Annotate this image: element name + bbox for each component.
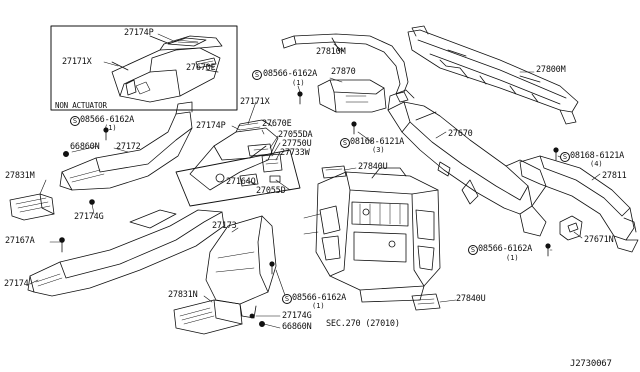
leader-lines (29, 33, 601, 329)
qty-left: (1) (104, 124, 117, 132)
hose-27810M (281, 33, 409, 103)
bolt-symbol-s: S (560, 152, 570, 162)
qty-mid: (3) (372, 146, 385, 154)
inset-box (50, 25, 238, 111)
label-27840U-upper: 27840U (358, 162, 388, 172)
label-27173: 27173 (212, 221, 237, 231)
label-27055DA: 27055DA (278, 130, 313, 140)
qty-top: (1) (292, 79, 305, 87)
qty-right-lower: (1) (506, 254, 519, 262)
duct-27172 (59, 101, 193, 191)
label-27167A: 27167A (5, 236, 35, 246)
label-27840U-lower: 27840U (456, 294, 486, 304)
label-27733W: 27733W (280, 148, 310, 158)
label-27810M: 27810M (316, 47, 346, 57)
label-27055D: 27055D (256, 186, 286, 196)
label-27831N: 27831N (168, 290, 198, 300)
label-08566-6162A-right: 08566-6162A (478, 244, 533, 254)
qty-right: (4) (590, 160, 603, 168)
label-27171X-inset: 27171X (62, 57, 92, 67)
label-27171X: 27171X (240, 97, 270, 107)
label-27164Q: 27164Q (226, 177, 256, 187)
label-08168-6121A-right: 08168-6121A (570, 151, 625, 161)
label-27172: 27172 (116, 142, 141, 152)
part-27840U-upper (321, 165, 347, 179)
vent-27831M (9, 193, 55, 221)
label-27174G-bottom: 27174G (282, 311, 312, 321)
label-27174P-inset: 27174P (124, 28, 154, 38)
section-reference: SEC.270 (27010) (326, 319, 400, 329)
label-27670E-inset: 27670E (186, 63, 216, 73)
label-27174G-left: 27174G (74, 212, 104, 222)
bolt-symbol-s: S (282, 294, 292, 304)
bolt-symbol-s: S (340, 138, 350, 148)
bolt-symbol-s: S (468, 245, 478, 255)
label-08566-6162A-bottom: 08566-6162A (292, 293, 347, 303)
bolt-symbol-s: S (252, 70, 262, 80)
frame-27800M (407, 25, 579, 125)
label-27831M: 27831M (5, 171, 35, 181)
diagram-code: J2730067 (570, 359, 612, 369)
vent-27831N (173, 299, 243, 335)
label-27670: 27670 (448, 129, 473, 139)
label-27174: 27174 (4, 279, 29, 289)
qty-bottom: (1) (312, 302, 325, 310)
bolt-symbol-s: S (70, 116, 80, 126)
label-66860N-bottom: 66860N (282, 322, 312, 332)
label-27800M: 27800M (536, 65, 566, 75)
label-27870: 27870 (331, 67, 356, 77)
inset-duct-part (111, 35, 223, 103)
label-27811: 27811 (602, 171, 627, 181)
label-08566-6162A-left: 08566-6162A (80, 115, 135, 125)
part-27840U-lower (411, 293, 441, 311)
inset-caption: NON ACTUATOR (55, 101, 107, 110)
label-27670E: 27670E (262, 119, 292, 129)
actuator-assembly (175, 119, 301, 207)
duct-27870 (317, 79, 387, 113)
label-66860N-upper: 66860N (70, 142, 100, 152)
fasteners (59, 91, 559, 327)
connector-27671N (559, 215, 583, 241)
duct-27174 (27, 209, 225, 297)
duct-27811 (519, 155, 639, 253)
label-27671N: 27671N (584, 235, 614, 245)
label-27174P: 27174P (196, 121, 226, 131)
label-27750U: 27750U (282, 139, 312, 149)
heater-unit (303, 167, 441, 303)
label-08168-6121A-mid: 08168-6121A (350, 137, 405, 147)
duct-27670 (387, 89, 547, 237)
label-08566-6162A-top: 08566-6162A (263, 69, 318, 79)
